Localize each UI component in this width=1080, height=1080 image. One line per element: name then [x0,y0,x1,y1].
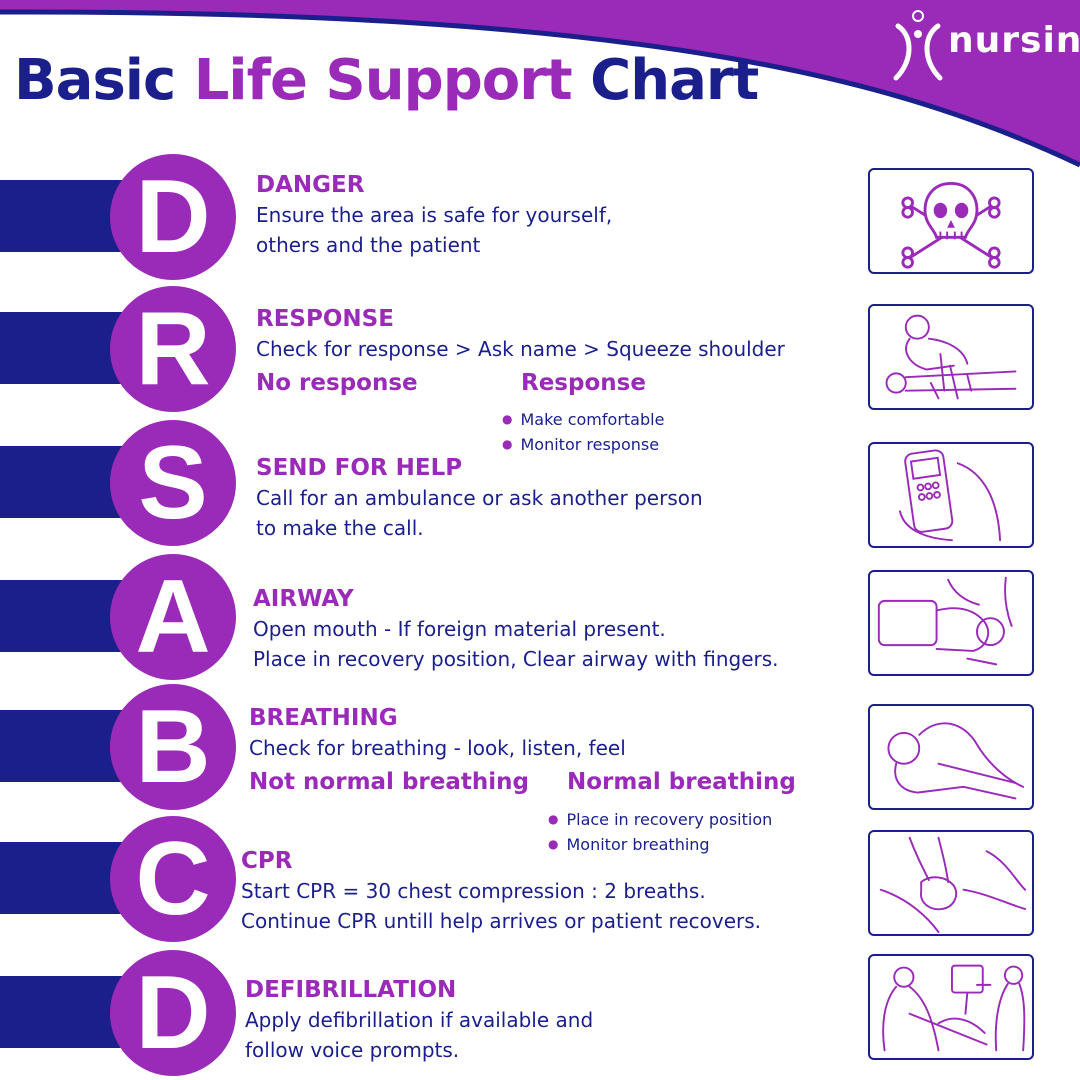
title-basic: Basic [14,48,176,113]
step-response: RESPONSE Check for response > Ask name >… [256,304,785,364]
step-letter: R [135,291,211,407]
branch-normal-breathing: Normal breathing [567,769,796,795]
phone-call-icon [868,442,1034,548]
list-item: Monitor response [502,433,664,458]
defibrillator-icon [868,954,1034,1060]
step-heading: CPR [241,848,293,874]
step-line: Place in recovery position, Clear airway… [253,647,779,671]
branch-not-normal-breathing: Not normal breathing [249,769,529,795]
step-line: Open mouth - If foreign material present… [253,617,666,641]
title-chart: Chart [590,48,759,113]
step-line: Call for an ambulance or ask another per… [256,486,703,510]
step-heading: DANGER [256,172,365,198]
breathing-bullets: Place in recovery position Monitor breat… [548,808,772,858]
step-line: Ensure the area is safe for yourself, [256,203,613,227]
step-letter-badge: A [110,554,236,680]
skull-crossbones-icon [868,168,1034,274]
step-letter-badge: R [110,286,236,412]
step-letter-badge: B [110,684,236,810]
branch-no-response: No response [256,370,418,396]
header-banner [0,0,1080,168]
step-letter: D [135,955,211,1071]
step-letter: S [138,425,208,541]
list-item: Make comfortable [502,408,664,433]
step-cpr: CPR Start CPR = 30 chest compression : 2… [241,846,761,936]
step-heading: RESPONSE [256,306,394,332]
step-heading: DEFIBRILLATION [245,977,457,1003]
response-bullets: Make comfortable Monitor response [502,408,664,458]
step-breathing: BREATHING Check for breathing - look, li… [249,703,626,763]
airway-tilt-icon [868,570,1034,676]
step-letter: A [135,559,211,675]
step-line: others and the patient [256,233,481,257]
step-line: follow voice prompts. [245,1038,460,1062]
step-letter: D [135,159,211,275]
brand-logo-text: nursing [948,20,1080,61]
list-item: Place in recovery position [548,808,772,833]
step-letter-badge: D [110,950,236,1076]
step-heading: AIRWAY [253,586,354,612]
branch-response: Response [521,370,646,396]
figure-logo-icon [893,10,943,81]
step-letter: C [135,821,211,937]
step-letter-badge: S [110,420,236,546]
step-heading: SEND FOR HELP [256,455,463,481]
step-line: Continue CPR untill help arrives or pati… [241,909,762,933]
step-airway: AIRWAY Open mouth - If foreign material … [253,584,779,674]
breathing-check-icon [868,704,1034,810]
step-letter-badge: D [110,154,236,280]
step-send-for-help: SEND FOR HELP Call for an ambulance or a… [256,453,703,543]
step-defibrillation: DEFIBRILLATION Apply defibrillation if a… [245,975,593,1065]
step-line: Check for breathing - look, listen, feel [249,736,626,760]
page-title: Basic Life Support Chart [14,48,759,113]
title-life-support: Life Support [193,48,573,113]
step-line: Check for response > Ask name > Squeeze … [256,337,785,361]
step-letter: B [135,689,211,805]
step-heading: BREATHING [249,705,398,731]
shoulder-check-icon [868,304,1034,410]
step-line: Apply defibrillation if available and [245,1008,594,1032]
step-line: to make the call. [256,516,424,540]
list-item: Monitor breathing [548,833,772,858]
step-letter-badge: C [110,816,236,942]
step-danger: DANGER Ensure the area is safe for yours… [256,170,612,260]
chest-compression-icon [868,830,1034,936]
brand-logo: nursing [888,6,1080,86]
step-line: Start CPR = 30 chest compression : 2 bre… [241,879,706,903]
